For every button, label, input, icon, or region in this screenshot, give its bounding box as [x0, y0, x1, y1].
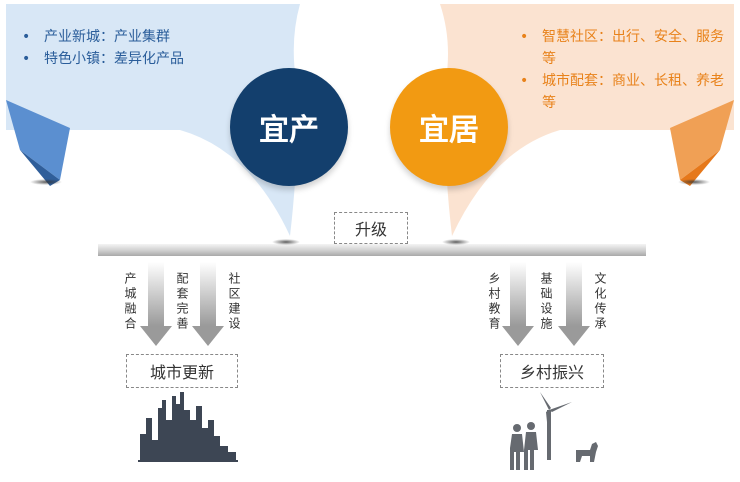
left-bullet-list: 产业新城：产业集群 特色小镇：差异化产品	[16, 26, 184, 70]
right-bullet-list: 智慧社区：出行、安全、服务等 城市配套：商业、长租、养老等	[514, 26, 730, 114]
upgrade-label: 升级	[355, 216, 387, 240]
upgrade-label-box: 升级	[334, 212, 408, 244]
city-skyline-icon	[138, 392, 238, 462]
circle-yichan: 宜产	[230, 68, 348, 186]
horizontal-bar	[98, 244, 646, 256]
right-bullet-item: 城市配套：商业、长租、养老等	[514, 70, 730, 114]
left-arrow-label-2: 配套完善	[176, 272, 188, 332]
rural-revitalization-label: 乡村振兴	[520, 359, 584, 383]
left-arrow-label-1: 产城融合	[124, 272, 136, 332]
right-arrow-label-3: 文化传承	[594, 272, 606, 332]
left-arrow-2	[192, 262, 224, 346]
right-bullet-item: 智慧社区：出行、安全、服务等	[514, 26, 730, 70]
rural-revitalization-box: 乡村振兴	[500, 354, 604, 388]
right-arrow-1	[502, 262, 534, 346]
urban-renewal-label: 城市更新	[150, 359, 214, 383]
left-arrow-1	[140, 262, 172, 346]
family-windmill-dog-icon	[510, 392, 598, 470]
circle-label: 宜产	[259, 105, 319, 149]
right-arrow-label-2: 基础设施	[540, 272, 552, 332]
urban-renewal-box: 城市更新	[126, 354, 238, 388]
left-arrow-label-3: 社区建设	[228, 272, 240, 332]
right-arrow-label-1: 乡村教育	[488, 272, 500, 332]
right-arrow-2	[558, 262, 590, 346]
left-bullet-item: 产业新城：产业集群	[16, 26, 184, 48]
left-bullet-item: 特色小镇：差异化产品	[16, 48, 184, 70]
circle-yiju: 宜居	[390, 68, 508, 186]
circle-label: 宜居	[419, 105, 479, 149]
